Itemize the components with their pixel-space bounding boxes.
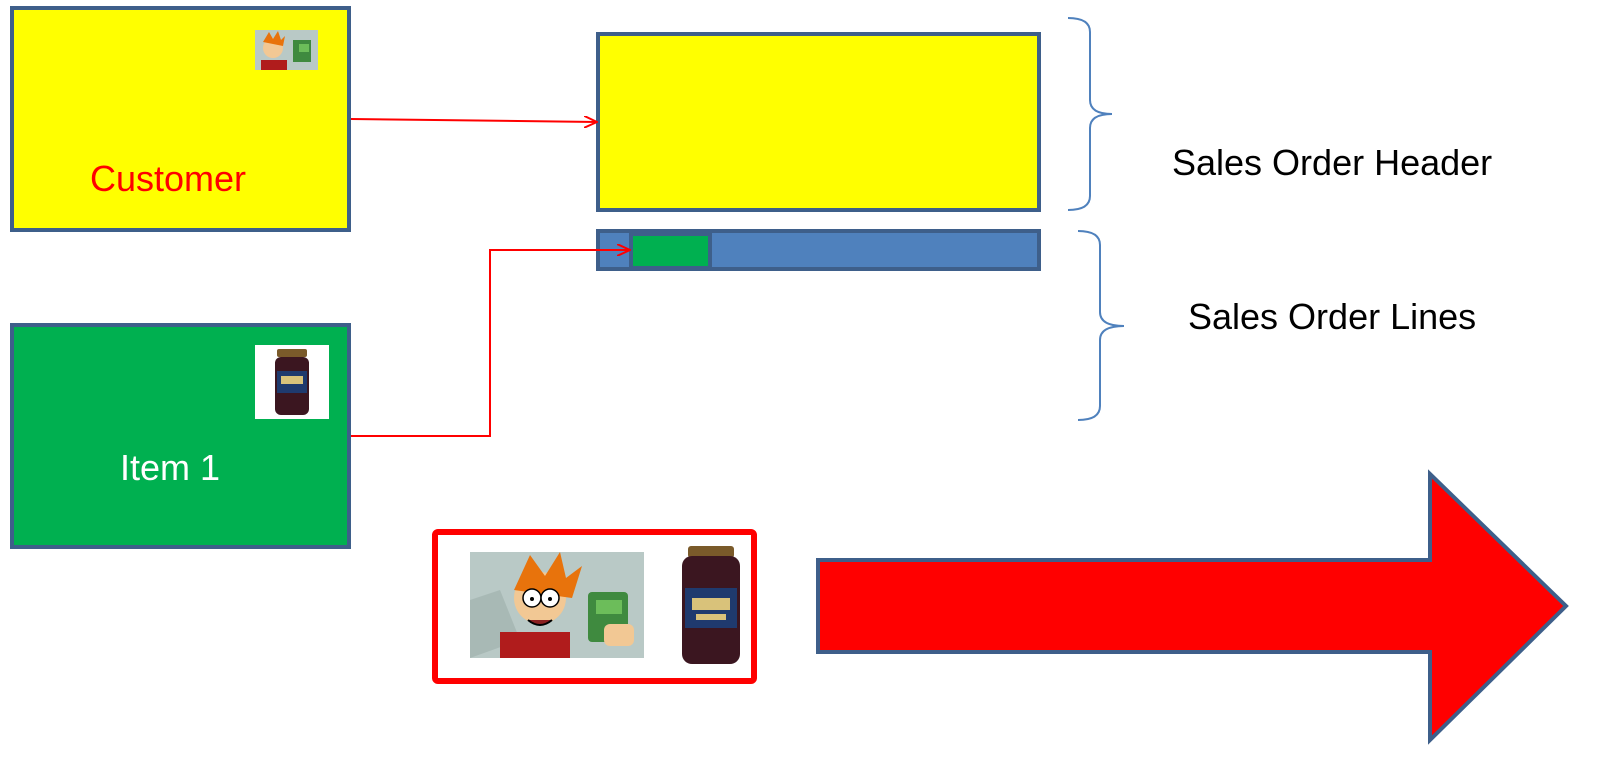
lines-brace xyxy=(1077,230,1125,421)
sales-order-line-item xyxy=(629,232,712,270)
customer-label: Customer xyxy=(90,158,247,199)
fry-money-icon xyxy=(255,30,318,70)
olive-jar-icon xyxy=(255,345,329,419)
sales-order-header-label: Sales Order Header xyxy=(1172,142,1493,183)
olive-jar-icon xyxy=(682,546,740,664)
sales-order-lines-bar xyxy=(596,229,1041,271)
item-box: Item 1 xyxy=(10,323,351,549)
sales-order-header-box xyxy=(596,32,1041,212)
sales-order-lines-label: Sales Order Lines xyxy=(1188,296,1477,337)
fry-money-icon xyxy=(470,552,644,658)
customer-to-header-connector xyxy=(350,119,597,122)
big-red-arrow xyxy=(816,469,1569,745)
item-label: Item 1 xyxy=(120,447,221,488)
item-to-line-connector xyxy=(351,250,630,437)
header-brace xyxy=(1067,17,1113,211)
customer-box: Customer xyxy=(10,6,351,232)
